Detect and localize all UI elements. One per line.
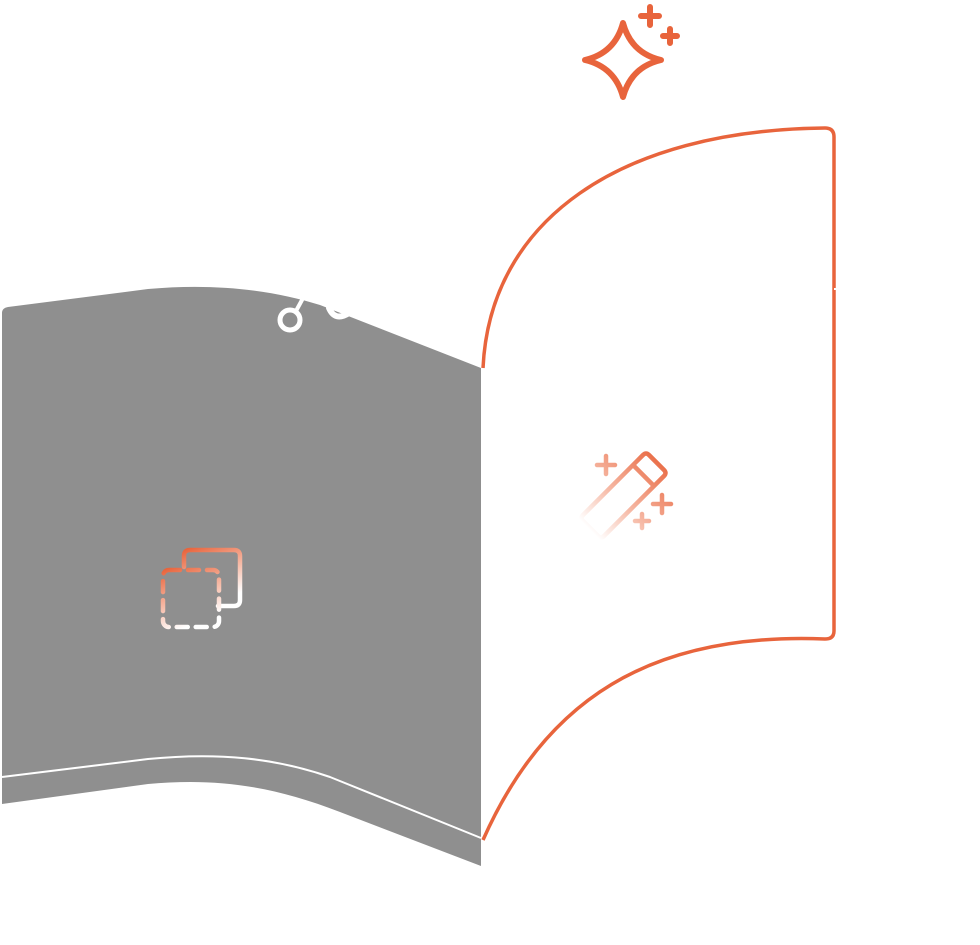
wand-sparkle-right xyxy=(650,492,674,516)
right-panel xyxy=(481,126,838,841)
hook-icon xyxy=(277,298,352,333)
left-panel-lower-edge xyxy=(1,755,482,839)
sparkle-plus-large xyxy=(638,4,662,28)
sparkle-plus-small xyxy=(660,26,680,46)
copy-back-square xyxy=(160,567,222,630)
copy-front-square xyxy=(181,547,243,609)
wand-tip-divider xyxy=(631,463,656,488)
wand-sparkle-bottom xyxy=(632,511,652,531)
wand-body xyxy=(579,451,668,540)
sparkle-star xyxy=(582,20,664,100)
wand-sparkle-left xyxy=(594,453,618,477)
magic-wand-icon xyxy=(579,451,674,540)
four-point-sparkle-icon xyxy=(582,4,680,100)
copy-selection-icon xyxy=(160,547,243,630)
